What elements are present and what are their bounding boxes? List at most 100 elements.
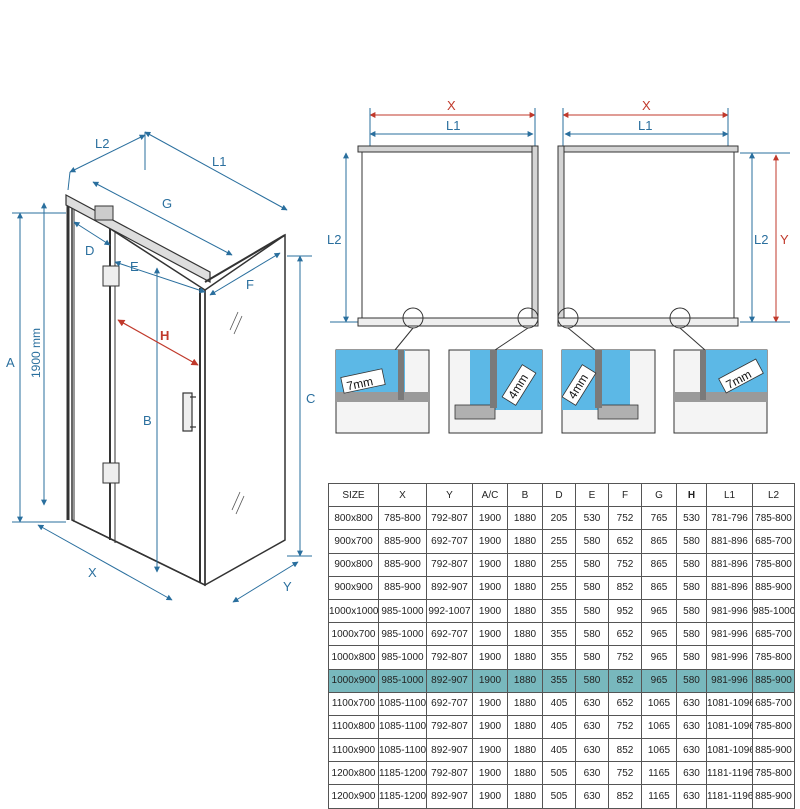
table-cell: 580 bbox=[575, 668, 609, 693]
table-cell: 1900 bbox=[472, 668, 508, 693]
table-cell: 1085-1100 bbox=[378, 691, 427, 716]
detail-box-4: 7mm bbox=[673, 349, 768, 434]
table-cell: 355 bbox=[542, 622, 576, 647]
table-cell: 885-900 bbox=[378, 575, 427, 600]
table-cell: 1165 bbox=[641, 761, 677, 786]
table-cell: 255 bbox=[542, 552, 576, 577]
table-cell: 792-807 bbox=[426, 506, 473, 531]
column-header: L1 bbox=[706, 482, 753, 508]
table-cell: 1200x800 bbox=[328, 761, 379, 786]
table-cell: 752 bbox=[608, 645, 642, 670]
table-cell: 965 bbox=[641, 668, 677, 693]
table-cell: 981-996 bbox=[706, 622, 753, 647]
table-cell: 852 bbox=[608, 784, 642, 809]
table-cell: 792-807 bbox=[426, 714, 473, 740]
table-cell: 205 bbox=[542, 506, 576, 531]
table-cell: 881-896 bbox=[706, 529, 753, 554]
label-e: E bbox=[130, 259, 139, 274]
table-cell: 992-1007 bbox=[426, 598, 473, 624]
table-cell: 985-1000 bbox=[378, 598, 427, 624]
table-cell: 1880 bbox=[507, 714, 543, 740]
table-cell: 580 bbox=[575, 622, 609, 647]
table-cell: 1065 bbox=[641, 691, 677, 716]
table-cell: 1181-1196 bbox=[706, 761, 753, 786]
column-header: L2 bbox=[752, 482, 795, 508]
table-cell: 785-800 bbox=[752, 506, 795, 531]
table-cell: 781-796 bbox=[706, 506, 753, 531]
table-cell: 900x800 bbox=[328, 552, 379, 577]
table-cell: 1900 bbox=[472, 714, 508, 740]
table-cell: 1185-1200 bbox=[378, 761, 427, 786]
table-cell: 792-807 bbox=[426, 761, 473, 786]
table-cell: 1065 bbox=[641, 714, 677, 740]
label-c: C bbox=[306, 391, 315, 406]
h-dimension-line bbox=[117, 319, 199, 366]
label-b: B bbox=[143, 413, 152, 428]
table-cell: 630 bbox=[676, 738, 707, 763]
table-cell: 1880 bbox=[507, 668, 543, 693]
table-cell: 852 bbox=[608, 738, 642, 763]
label-a: A bbox=[6, 355, 15, 370]
table-cell: 885-900 bbox=[752, 784, 795, 809]
table-cell: 1880 bbox=[507, 738, 543, 763]
table-cell: 1085-1100 bbox=[378, 714, 427, 740]
column-header: Y bbox=[426, 482, 473, 508]
table-cell: 505 bbox=[542, 761, 576, 786]
table-cell: 865 bbox=[641, 529, 677, 554]
door-handle-icon bbox=[182, 392, 196, 432]
table-cell: 580 bbox=[676, 668, 707, 693]
table-cell: 1081-1096 bbox=[706, 691, 753, 716]
plan-right-y-label: Y bbox=[780, 232, 789, 247]
table-cell: 630 bbox=[575, 761, 609, 786]
table-cell: 1900 bbox=[472, 529, 508, 554]
table-cell: 692-707 bbox=[426, 529, 473, 554]
table-cell: 1900 bbox=[472, 575, 508, 600]
table-cell: 652 bbox=[608, 529, 642, 554]
detail-insets: 7mm 4mm 4mm 7mm bbox=[335, 349, 768, 434]
table-cell: 1100x900 bbox=[328, 738, 379, 763]
table-cell: 981-996 bbox=[706, 598, 753, 624]
table-cell: 785-800 bbox=[752, 714, 795, 740]
label-l1-iso: L1 bbox=[212, 154, 226, 169]
table-cell: 405 bbox=[542, 714, 576, 740]
table-cell: 892-907 bbox=[426, 738, 473, 763]
table-cell: 580 bbox=[676, 645, 707, 670]
table-cell: 1065 bbox=[641, 738, 677, 763]
upper-hinge-icon bbox=[102, 265, 120, 287]
table-cell: 981-996 bbox=[706, 668, 753, 693]
glass-panels bbox=[65, 193, 286, 587]
table-cell: 852 bbox=[608, 575, 642, 600]
table-cell: 580 bbox=[575, 552, 609, 577]
column-header: D bbox=[542, 482, 576, 508]
plan-right-l2-label: L2 bbox=[754, 232, 768, 247]
table-cell: 580 bbox=[575, 529, 609, 554]
table-cell: 1880 bbox=[507, 506, 543, 531]
table-cell: 865 bbox=[641, 575, 677, 600]
lower-hinge-icon bbox=[102, 462, 120, 484]
table-cell: 652 bbox=[608, 691, 642, 716]
table-cell: 1880 bbox=[507, 645, 543, 670]
label-l2-iso: L2 bbox=[95, 136, 109, 151]
table-cell: 630 bbox=[575, 738, 609, 763]
table-cell: 685-700 bbox=[752, 622, 795, 647]
label-g: G bbox=[162, 196, 172, 211]
table-cell: 1900 bbox=[472, 738, 508, 763]
table-cell: 1880 bbox=[507, 552, 543, 577]
table-cell: 580 bbox=[676, 529, 707, 554]
table-cell: 1880 bbox=[507, 598, 543, 624]
label-height-mm: 1900 mm bbox=[29, 328, 43, 378]
detail-box-1: 7mm bbox=[335, 349, 430, 434]
table-cell: 985-1000 bbox=[378, 668, 427, 693]
column-header: E bbox=[575, 482, 609, 508]
table-cell: 580 bbox=[676, 598, 707, 624]
table-cell: 355 bbox=[542, 645, 576, 670]
isometric-view: L2 L1 G D E F H A B C X Y 1900 mm bbox=[6, 131, 315, 603]
plan-left-l1-label: L1 bbox=[446, 118, 460, 133]
